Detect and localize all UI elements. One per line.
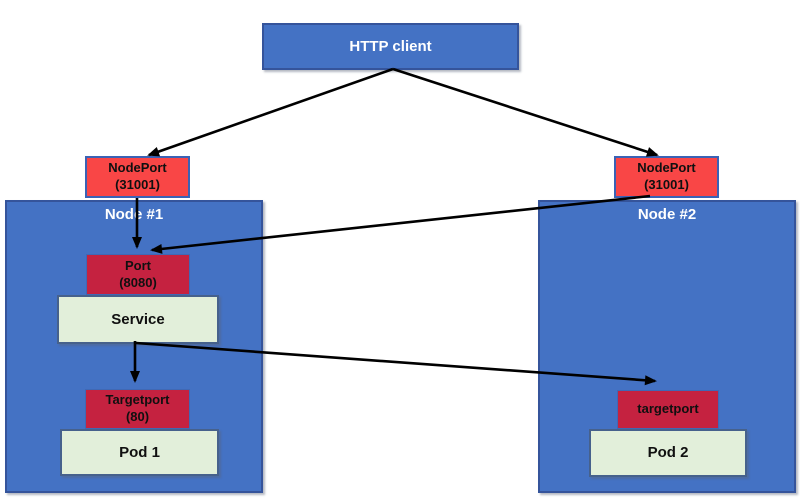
targetport-node2-box: targetport xyxy=(617,390,719,429)
nodeport-node1-name: NodePort xyxy=(108,160,167,176)
service-box: Service xyxy=(57,295,219,344)
nodeport-node2-port: (31001) xyxy=(644,177,689,192)
targetport-node1-name: Targetport xyxy=(105,392,170,408)
port-8080-name: Port xyxy=(125,257,151,273)
nodeport-node1-port: (31001) xyxy=(115,177,160,192)
nodeport-node1-box: NodePort (31001) xyxy=(85,156,190,198)
pod2-box: Pod 2 xyxy=(589,429,747,477)
port-8080-number: (8080) xyxy=(119,274,157,290)
pod1-label: Pod 1 xyxy=(119,443,160,461)
port-8080-box: Port (8080) xyxy=(86,254,190,295)
node1-label: Node #1 xyxy=(104,206,164,223)
http-client-label: HTTP client xyxy=(349,37,432,55)
pod2-label: Pod 2 xyxy=(647,444,689,461)
service-label: Service xyxy=(111,310,165,328)
nodeport-node2-box: NodePort (31001) xyxy=(614,156,719,198)
arrow-client-to-nodeport2 xyxy=(392,67,659,157)
pod1-box: Pod 1 xyxy=(60,429,219,476)
http-client-box: HTTP client xyxy=(262,23,519,70)
node1-box: Node #1 Port (8080) Service Targetport (… xyxy=(5,200,263,493)
targetport-node1-box: Targetport (80) xyxy=(85,389,190,429)
node2-box: Node #2 targetport Pod 2 xyxy=(538,200,796,493)
nodeport-node2-name: NodePort xyxy=(637,160,696,176)
targetport-node1-number: (80) xyxy=(125,409,150,424)
arrow-client-to-nodeport1 xyxy=(147,67,394,157)
node2-label: Node #2 xyxy=(637,206,697,223)
targetport-node2-label: targetport xyxy=(637,401,699,417)
